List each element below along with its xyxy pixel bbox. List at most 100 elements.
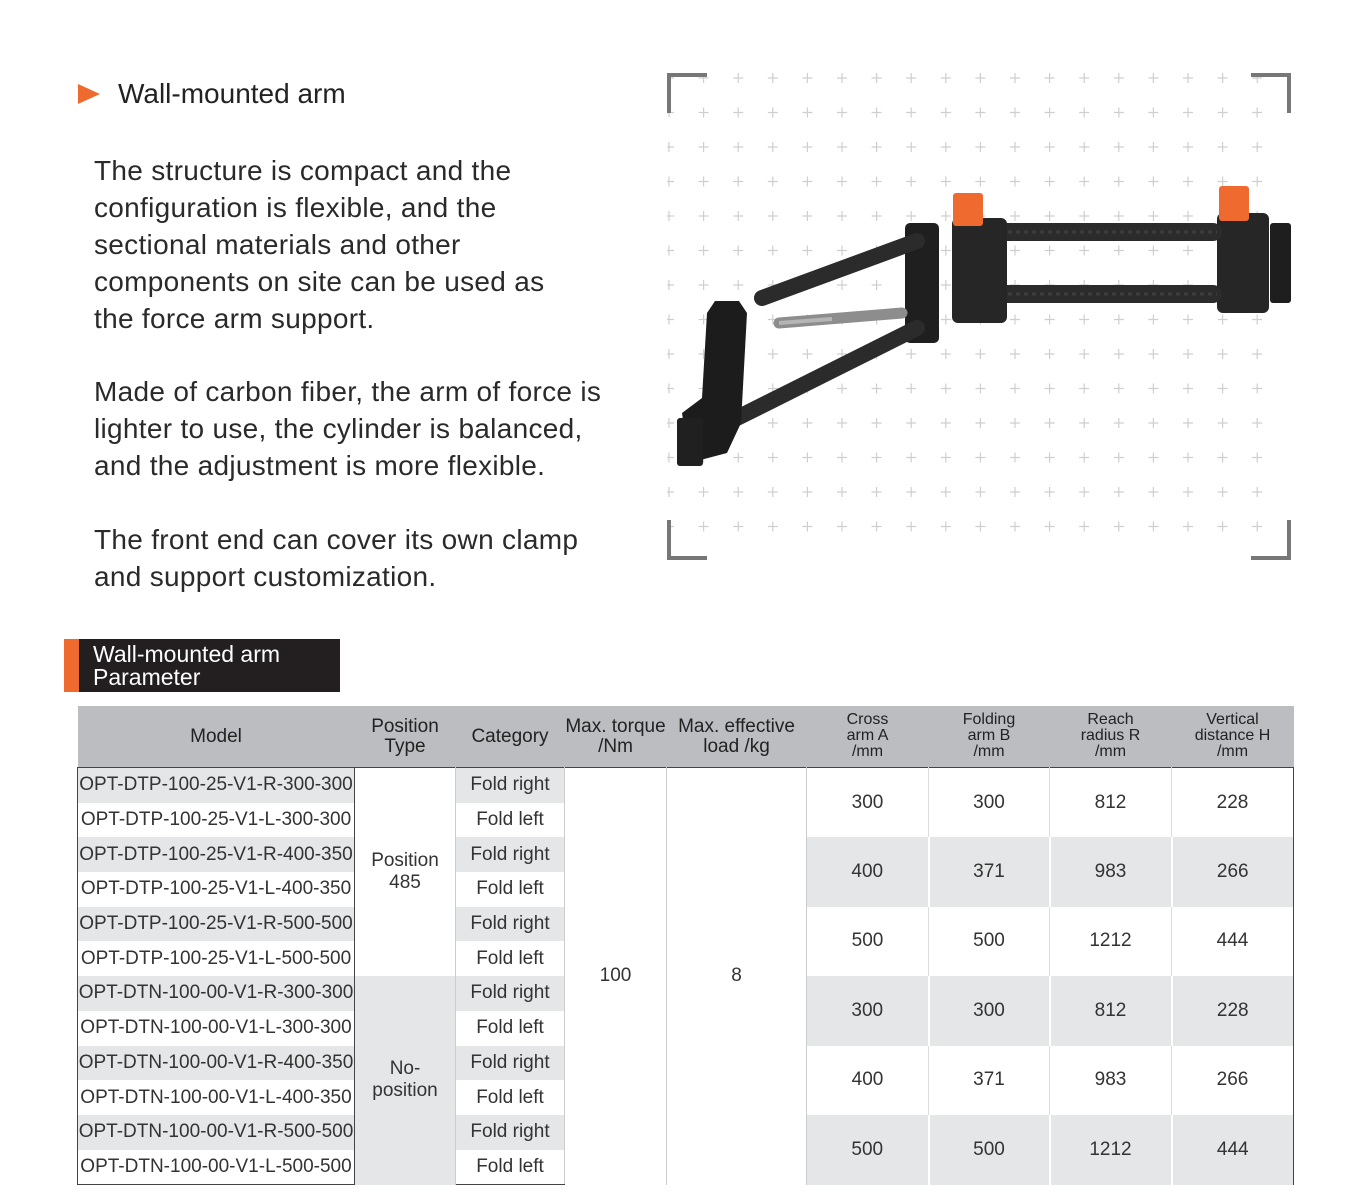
grid-plus-mark — [975, 521, 986, 532]
grid-plus-mark — [1113, 314, 1124, 325]
grid-plus-mark — [1217, 349, 1228, 359]
grid-plus-mark — [975, 452, 986, 463]
grid-plus-mark — [1044, 245, 1055, 256]
grid-plus-mark — [1183, 521, 1193, 532]
grid-plus-mark — [871, 176, 882, 187]
grid-plus-mark — [837, 487, 847, 497]
grid-plus-mark — [871, 452, 882, 463]
grid-plus-mark — [975, 487, 986, 497]
vertical-distance-cell: 228 — [1171, 767, 1294, 838]
model-cell: OPT-DTN-100-00-V1-L-300-300 — [77, 1010, 355, 1046]
section-title-row: Wall-mounted arm — [78, 74, 346, 114]
grid-plus-mark — [1252, 521, 1263, 532]
table-row: OPT-DTP-100-25-V1-L-300-300 Fold left — [77, 802, 1294, 838]
table-row: OPT-DTN-100-00-V1-L-300-300 Fold left — [77, 1010, 1294, 1046]
vertical-distance-cell: 444 — [1171, 906, 1294, 977]
grid-plus-mark — [1079, 245, 1090, 256]
grid-plus-mark — [767, 349, 778, 359]
product-image — [667, 73, 1291, 560]
category-cell: Fold left — [455, 1149, 565, 1186]
grid-plus-mark — [837, 211, 847, 221]
grid-plus-mark — [906, 107, 917, 118]
description-paragraph-1: The structure is compact and the configu… — [94, 155, 545, 334]
grid-plus-mark — [1148, 314, 1159, 325]
grid-plus-mark — [1010, 349, 1020, 359]
parameter-header-text: Wall-mounted arm Parameter — [79, 639, 280, 692]
grid-plus-mark — [733, 142, 744, 152]
category-cell: Fold right — [455, 837, 565, 873]
grid-plus-mark — [1183, 73, 1193, 83]
model-cell: OPT-DTP-100-25-V1-L-300-300 — [77, 802, 355, 838]
grid-plus-mark — [1010, 211, 1020, 221]
grid-plus-mark — [767, 487, 778, 497]
grid-plus-mark — [1010, 245, 1020, 256]
grid-plus-mark — [1044, 487, 1055, 497]
header-category: Category — [455, 706, 565, 768]
grid-plus-mark — [767, 73, 778, 83]
grid-plus-mark — [698, 107, 709, 118]
grid-plus-mark — [1148, 142, 1159, 152]
grid-plus-mark — [837, 452, 847, 463]
category-cell: Fold right — [455, 906, 565, 942]
grid-plus-mark — [871, 521, 882, 532]
description-paragraph-2: Made of carbon fiber, the arm of force i… — [94, 376, 602, 481]
grid-plus-mark — [1217, 142, 1228, 152]
grid-plus-mark — [837, 280, 847, 290]
grid-plus-mark — [1148, 245, 1159, 256]
grid-plus-mark — [940, 73, 951, 83]
description-paragraph-3: The front end can cover its own clamp an… — [94, 524, 579, 592]
category-cell: Fold left — [455, 802, 565, 838]
grid-plus-mark — [940, 211, 951, 221]
grid-plus-mark — [1010, 418, 1020, 428]
category-cell: Fold right — [455, 766, 565, 803]
header-max-load: Max. effective load /kg — [666, 706, 807, 768]
model-cell: OPT-DTP-100-25-V1-L-400-350 — [77, 872, 355, 907]
grid-plus-mark — [940, 487, 951, 497]
grid-plus-mark — [1113, 418, 1124, 428]
table-row: OPT-DTP-100-25-V1-L-400-350 Fold left — [77, 872, 1294, 907]
grid-plus-mark — [802, 349, 813, 359]
grid-plus-mark — [1183, 349, 1193, 359]
grid-plus-mark — [940, 349, 951, 359]
grid-plus-mark — [1183, 487, 1193, 497]
grid-plus-mark — [733, 211, 744, 221]
grid-plus-mark — [733, 521, 744, 532]
grid-plus-mark — [1183, 107, 1193, 118]
grid-plus-mark — [871, 487, 882, 497]
grid-plus-mark — [871, 142, 882, 152]
grid-plus-mark — [667, 314, 674, 325]
reach-radius-cell: 812 — [1049, 767, 1172, 838]
header-max-torque: Max. torque /Nm — [564, 706, 667, 768]
grid-plus-mark — [1113, 383, 1124, 394]
grid-plus-mark — [975, 349, 986, 359]
grid-plus-mark — [802, 107, 813, 118]
grid-plus-mark — [1079, 176, 1090, 187]
grid-plus-mark — [1148, 176, 1159, 187]
grid-plus-mark — [767, 521, 778, 532]
model-cell: OPT-DTP-100-25-V1-L-500-500 — [77, 941, 355, 977]
grid-plus-mark — [1079, 107, 1090, 118]
frame-corner-bottom-right — [1251, 520, 1291, 560]
grid-plus-mark — [1148, 383, 1159, 394]
grid-plus-mark — [802, 521, 813, 532]
grid-plus-mark — [802, 211, 813, 221]
grid-plus-mark — [1217, 521, 1228, 532]
frame-corner-bottom-left — [667, 520, 707, 560]
grid-plus-mark — [1113, 107, 1124, 118]
header-model: Model — [77, 706, 355, 768]
table-row: OPT-DTN-100-00-V1-R-400-350 Fold right 4… — [77, 1045, 1294, 1115]
grid-plus-mark — [837, 73, 847, 83]
header-folding-arm: Folding arm B /mm — [928, 706, 1050, 768]
grid-plus-mark — [698, 245, 709, 256]
grid-plus-mark — [1044, 418, 1055, 428]
grid-plus-mark — [1113, 487, 1124, 497]
grid-plus-mark — [698, 211, 709, 221]
cross-arm-cell: 400 — [806, 837, 930, 907]
grid-plus-mark — [837, 142, 847, 152]
grid-plus-mark — [1079, 73, 1090, 83]
reach-radius-cell: 983 — [1049, 837, 1173, 907]
grid-plus-mark — [1044, 383, 1055, 394]
grid-plus-mark — [733, 487, 744, 497]
grid-plus-mark — [1044, 314, 1055, 325]
cross-arm-cell: 500 — [806, 1114, 930, 1185]
